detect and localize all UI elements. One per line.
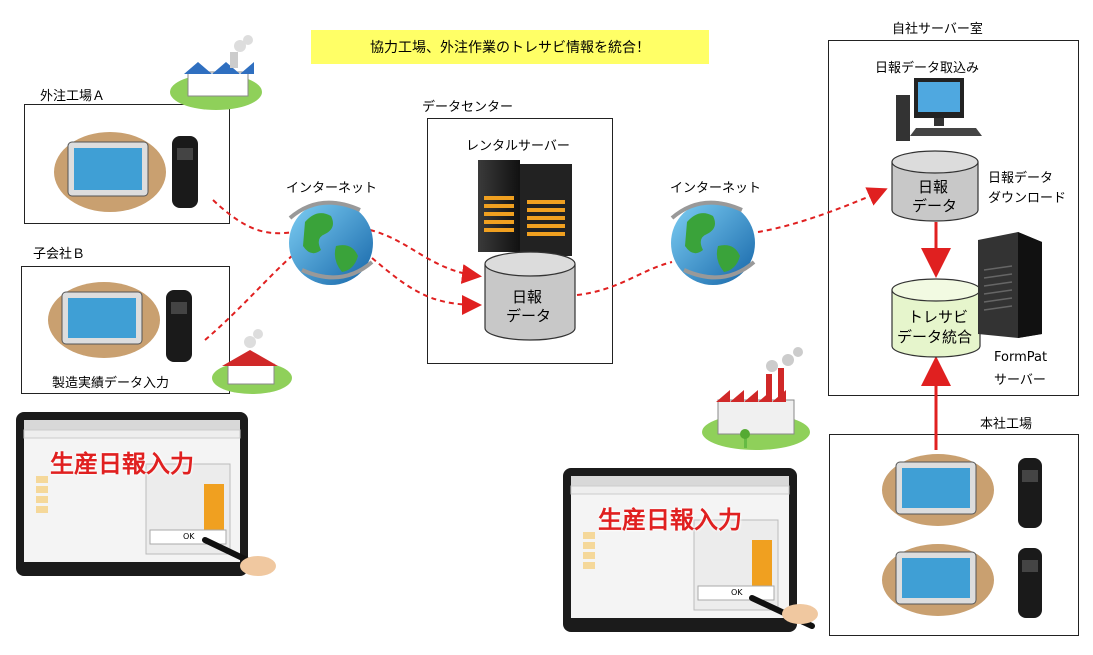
manufacturing-input-label: 製造実績データ入力 [52, 376, 170, 391]
download-label-1: 日報データ [988, 171, 1054, 186]
arrow-b-to-internet [204, 254, 294, 341]
arrow-internet-to-db-2 [371, 257, 482, 315]
internet-right-label: インターネット [670, 181, 762, 196]
formpat-label-1: FormPat [994, 350, 1048, 365]
internet-left-label: インターネット [286, 181, 378, 196]
formpat-server-icon [978, 232, 1042, 338]
rental-server-icon [478, 160, 572, 256]
globe-icon-right [670, 200, 756, 285]
factory-a-label: 外注工場Ａ [40, 89, 106, 104]
head-factory-label: 本社工場 [980, 417, 1033, 432]
subsidiary-b-label: 子会社Ｂ [33, 247, 86, 262]
factory-b-icon [212, 329, 292, 394]
trace-db-icon [891, 278, 981, 358]
dc-db-label-1: 日報 [512, 288, 543, 306]
server-room-title: 自社サーバー室 [892, 22, 983, 37]
rental-server-label: レンタルサーバー [466, 139, 570, 154]
trace-db-label-1: トレサビ [908, 308, 969, 326]
arrow-internet-to-server [757, 187, 888, 233]
tablet-left-ok: OK [183, 532, 195, 541]
arrow-internet-to-db-1 [369, 229, 482, 284]
sr-db-label-1: 日報 [918, 178, 949, 196]
formpat-label-2: サーバー [994, 373, 1046, 388]
dc-db-label-2: データ [506, 307, 552, 325]
sr-db-label-2: データ [912, 197, 958, 215]
tablet-left-title: 生産日報入力 [50, 450, 194, 478]
data-center-title: データセンター [422, 100, 514, 115]
tablet-scanner-b [48, 282, 192, 362]
tablet-right-ok: OK [731, 588, 743, 597]
head-factory-icon [702, 347, 810, 450]
import-label: 日報データ取込み [875, 61, 980, 76]
tablet-left [16, 412, 276, 576]
title-banner: 協力工場、外注作業のトレサビ情報を統合！ [311, 30, 709, 64]
trace-db-label-2: データ統合 [897, 328, 973, 346]
server-room-db-icon [891, 150, 979, 222]
globe-icon-left [288, 200, 374, 285]
download-label-2: ダウンロード [988, 191, 1067, 206]
tablet-right [563, 468, 818, 632]
flow-arrows [204, 187, 888, 341]
factory-a-icon [170, 35, 262, 110]
tablet-right-title: 生産日報入力 [598, 506, 742, 534]
data-center-db-icon [484, 251, 576, 341]
tablet-scanner-head-2 [882, 544, 1042, 618]
arrow-db-to-internet [576, 261, 673, 296]
computer-icon [896, 78, 982, 141]
arrow-a-to-internet [212, 199, 296, 235]
tablet-scanner-a [54, 132, 198, 212]
tablet-scanner-head-1 [882, 454, 1042, 528]
